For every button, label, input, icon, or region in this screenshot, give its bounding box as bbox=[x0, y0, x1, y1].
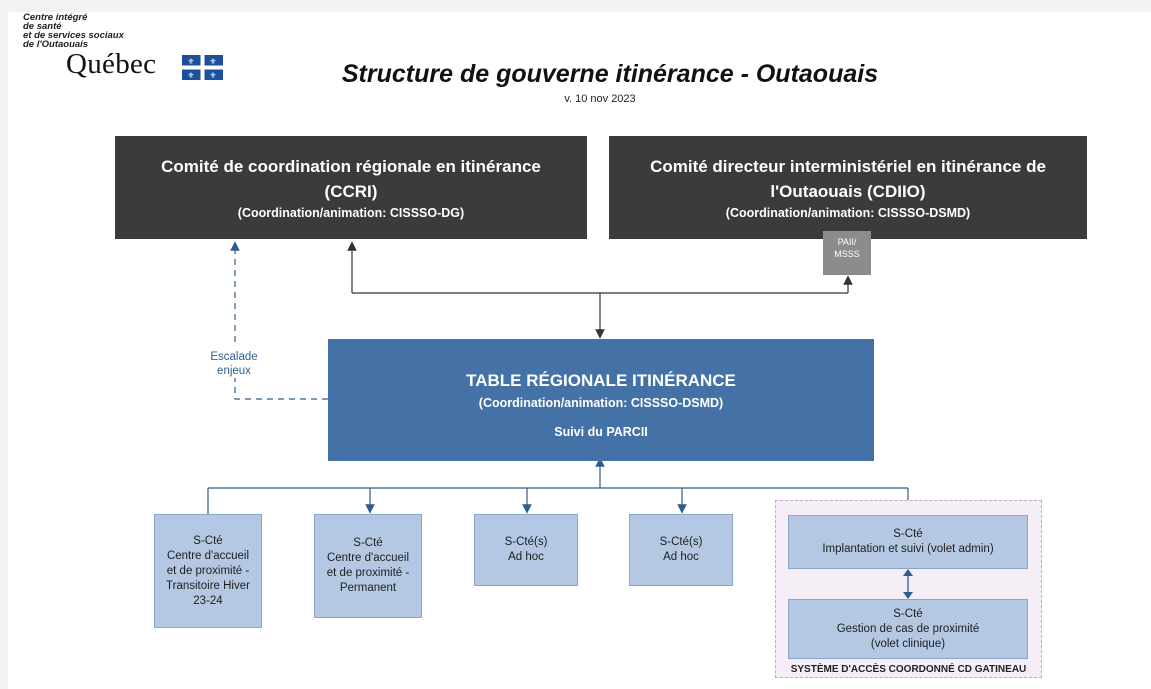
page-title: Structure de gouverne itinérance - Outao… bbox=[341, 60, 879, 88]
sub-committee-implantation: S-Cté Implantation et suivi (volet admin… bbox=[788, 515, 1028, 569]
table-coordination: (Coordination/animation: CISSSO-DSMD) bbox=[478, 396, 724, 410]
svg-text:⚜: ⚜ bbox=[209, 57, 216, 66]
ccri-title: Comité de coordination régionale en itin… bbox=[161, 157, 541, 176]
svg-text:⚜: ⚜ bbox=[209, 71, 216, 80]
sub-committee-gestion: S-Cté Gestion de cas de proximité (volet… bbox=[788, 599, 1028, 659]
logo-line: Centre intégré bbox=[23, 12, 88, 23]
cdiio-acronym: l'Outaouais (CDIIO) bbox=[770, 182, 926, 201]
sub-committee-transitoire: S-Cté Centre d'accueil et de proximité -… bbox=[154, 514, 262, 628]
svg-text:⚜: ⚜ bbox=[187, 71, 194, 80]
sub-committee-adhoc-1: S-Cté(s) Ad hoc bbox=[474, 514, 578, 586]
paii-msss-tag: PAII/ MSSS bbox=[823, 231, 871, 275]
table-suivi: Suivi du PARCII bbox=[554, 425, 648, 439]
gatineau-label: SYSTÈME D'ACCÈS COORDONNÉ CD GATINEAU bbox=[790, 664, 1027, 675]
sub-committee-permanent: S-Cté Centre d'accueil et de proximité -… bbox=[314, 514, 422, 618]
logo-line: de santé bbox=[23, 21, 62, 32]
cdiio-title: Comité directeur interministériel en iti… bbox=[650, 157, 1046, 176]
bidirectional-arrow bbox=[903, 569, 913, 599]
logo-line: de l'Outaouais bbox=[23, 39, 89, 50]
cdiio-box: Comité directeur interministériel en iti… bbox=[609, 136, 1087, 239]
logo-line: et de services sociaux bbox=[23, 30, 124, 41]
ccri-coordination: (Coordination/animation: CISSSO-DG) bbox=[237, 206, 465, 220]
svg-text:⚜: ⚜ bbox=[187, 57, 194, 66]
quebec-flag-icon: ⚜ ⚜ ⚜ ⚜ bbox=[182, 55, 223, 80]
escalade-dashed-line bbox=[234, 378, 328, 400]
sub-committee-adhoc-2: S-Cté(s) Ad hoc bbox=[629, 514, 733, 586]
escalade-label: Escalade enjeux bbox=[210, 351, 258, 377]
logo-text: Centre intégré de santé et de services s… bbox=[23, 12, 124, 50]
version-label: v. 10 nov 2023 bbox=[564, 93, 636, 105]
table-regionale-box: TABLE RÉGIONALE ITINÉRANCE (Coordination… bbox=[328, 339, 874, 461]
table-title: TABLE RÉGIONALE ITINÉRANCE bbox=[466, 371, 736, 390]
ccri-box: Comité de coordination régionale en itin… bbox=[115, 136, 587, 239]
quebec-logo-word: Québec bbox=[66, 48, 157, 80]
cdiio-coordination: (Coordination/animation: CISSSO-DSMD) bbox=[725, 206, 971, 220]
ccri-acronym: (CCRI) bbox=[324, 182, 378, 201]
